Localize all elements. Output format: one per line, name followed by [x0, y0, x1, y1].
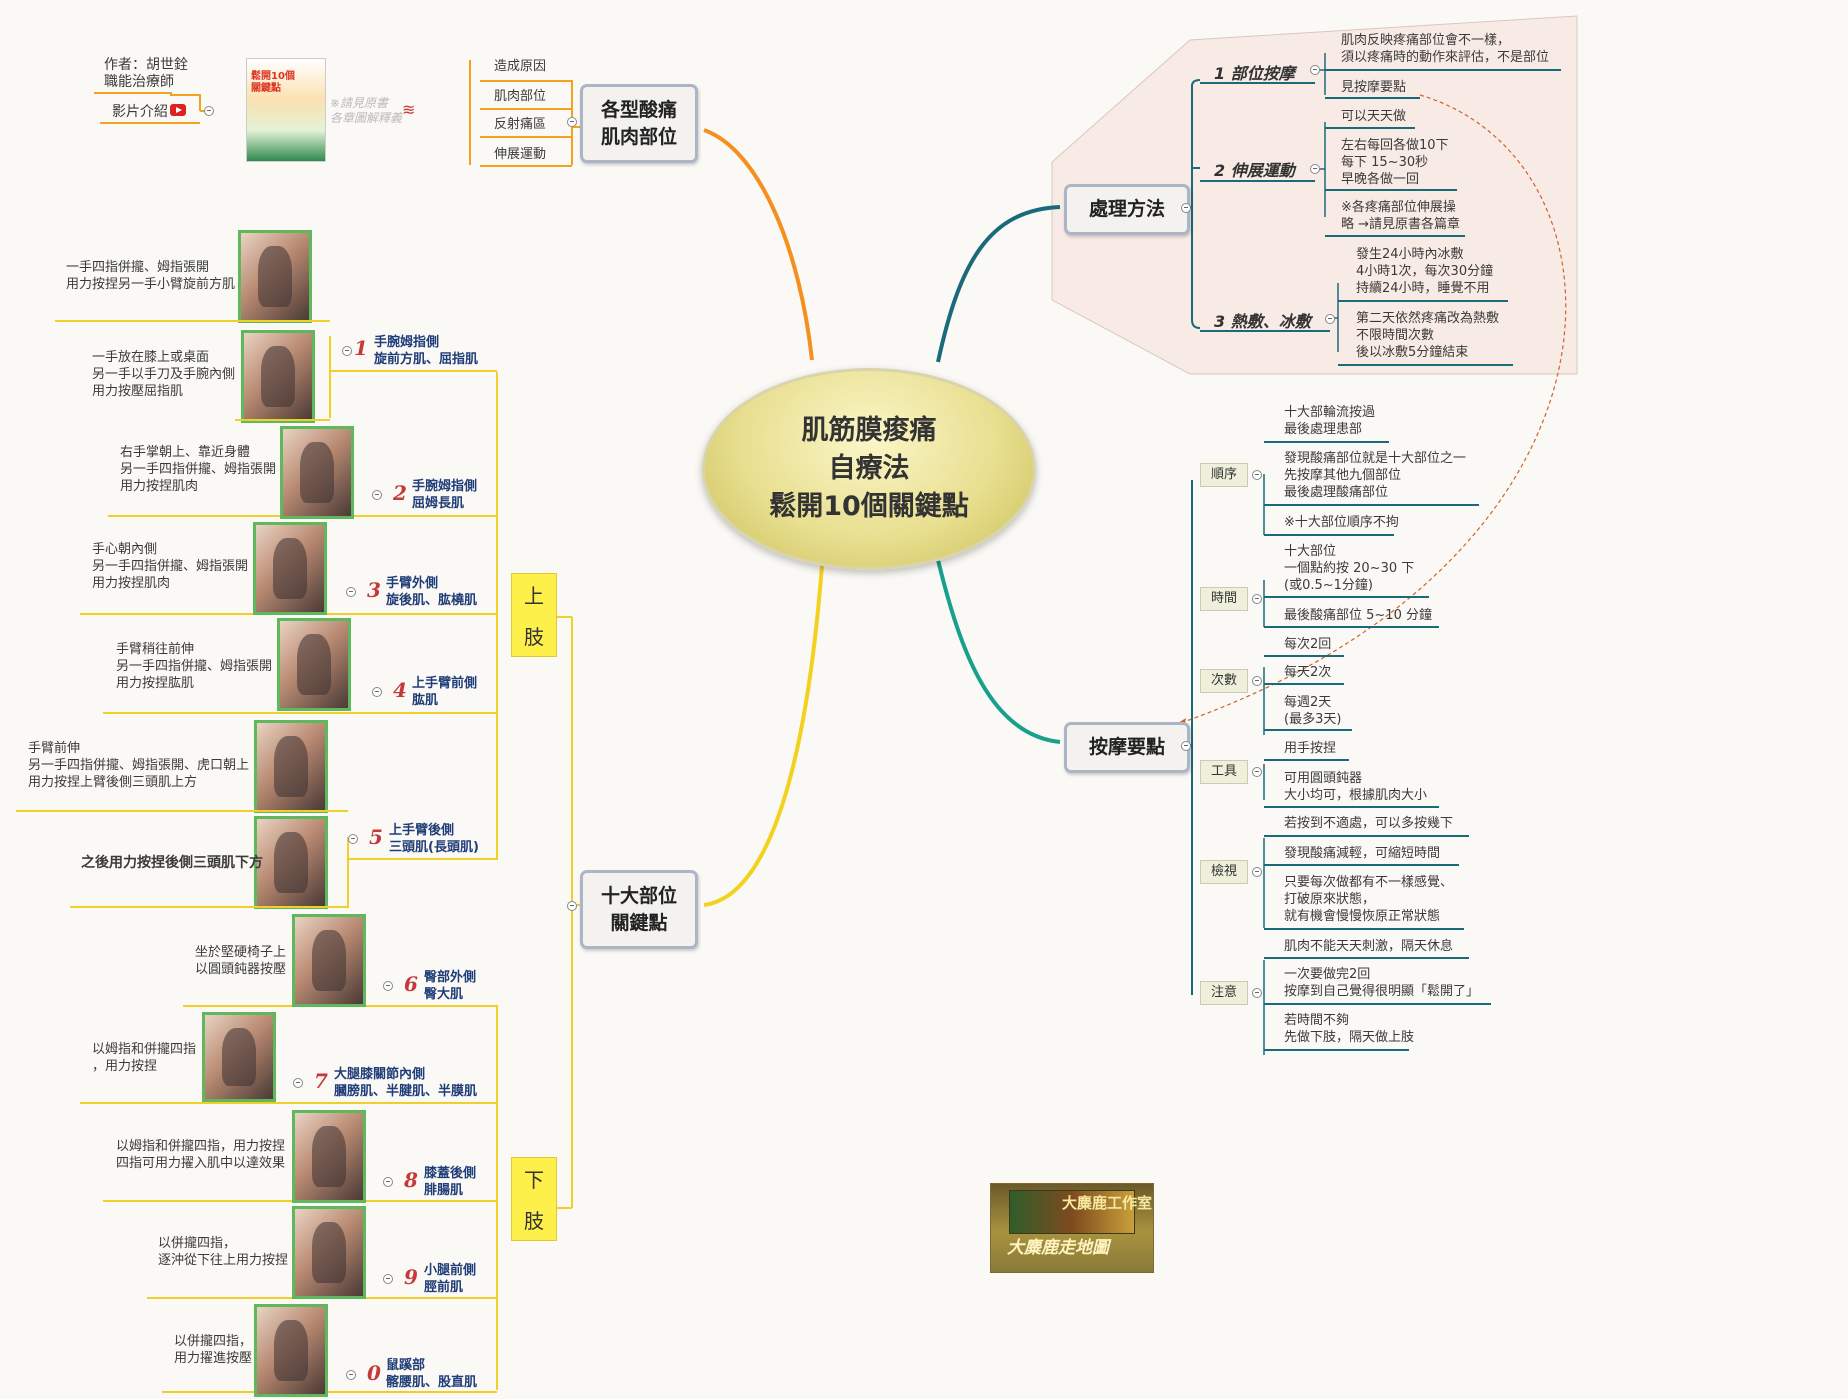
- point-8-photo: [292, 1110, 366, 1203]
- massage-group-review[interactable]: 檢視: [1200, 860, 1248, 884]
- muscle-types-node[interactable]: 各型酸痛 肌肉部位: [580, 84, 698, 163]
- time-item-2[interactable]: 最後酸痛部位 5~10 分鐘: [1284, 608, 1432, 623]
- treatment-2-item-3[interactable]: ※各疼痛部位伸展操 略 →請見原書各篇章: [1341, 200, 1461, 232]
- lower-limb-label[interactable]: 下肢: [511, 1157, 557, 1241]
- count-item-1[interactable]: 每次2回: [1284, 637, 1332, 652]
- point-5-photo-a: [254, 720, 328, 813]
- caution-item-3[interactable]: 若時間不夠 先做下肢，隔天做上肢: [1284, 1013, 1415, 1045]
- point-6-number: 6: [404, 972, 418, 996]
- point-1-photo-b: [241, 330, 315, 423]
- treatment-node[interactable]: 處理方法: [1064, 184, 1190, 235]
- point-7-muscle[interactable]: 大腿膝關節內側 膕膀肌、半腱肌、半膜肌: [334, 1067, 478, 1099]
- point-5-muscle[interactable]: 上手臂後側 三頭肌(長頭肌): [389, 823, 479, 855]
- author-text: 作者：胡世銓 職能治療師: [104, 57, 188, 90]
- studio-logo: 大麋鹿工作室 大麋鹿走地圖: [990, 1183, 1154, 1273]
- wave-icon: ≋: [402, 100, 416, 119]
- point-10-photo: [254, 1304, 328, 1397]
- massage-group-count[interactable]: 次數: [1200, 669, 1248, 693]
- logo-line1: 大麋鹿工作室: [1062, 1194, 1153, 1212]
- order-item-1[interactable]: 十大部輪流按過 最後處理患部: [1284, 405, 1376, 437]
- video-link[interactable]: 影片介紹: [112, 104, 168, 120]
- point-4-number: 4: [393, 678, 407, 702]
- point-7-photo: [202, 1012, 276, 1102]
- point-4-muscle[interactable]: 上手臂前側 肱肌: [412, 676, 478, 708]
- count-item-3[interactable]: 每週2天 (最多3天): [1284, 695, 1342, 727]
- point-6-photo: [292, 914, 366, 1007]
- treatment-sub-3[interactable]: 3 熱敷、冰敷: [1214, 312, 1311, 331]
- point-10-muscle[interactable]: 鼠蹊部 髂腰肌、股直肌: [386, 1358, 478, 1390]
- caution-item-2[interactable]: 一次要做完2回 按摩到自己覺得很明顯「鬆開了」: [1284, 967, 1480, 999]
- point-2-muscle[interactable]: 手腕姆指側 屈姆長肌: [412, 479, 478, 511]
- point-3-muscle[interactable]: 手臂外側 旋後肌、肱橈肌: [386, 576, 478, 608]
- point-9-photo: [292, 1206, 366, 1299]
- point-2-number: 2: [393, 481, 407, 505]
- order-item-3[interactable]: ※十大部位順序不拘: [1284, 515, 1399, 530]
- massage-group-order[interactable]: 順序: [1200, 463, 1248, 487]
- massage-group-tool[interactable]: 工具: [1200, 760, 1248, 784]
- point-9-note: 以併攏四指， 逐沖從下往上用力按捏: [158, 1236, 289, 1268]
- logo-line2: 大麋鹿走地圖: [1007, 1238, 1109, 1258]
- treatment-1-item-1[interactable]: 肌肉反映疼痛部位會不一樣， 須以疼痛時的動作來評估，不是部位: [1341, 33, 1550, 65]
- point-1-number: 1: [354, 336, 368, 360]
- massage-group-time[interactable]: 時間: [1200, 587, 1248, 611]
- massage-group-caution[interactable]: 注意: [1200, 981, 1248, 1005]
- book-cover-image: 鬆開10個 關鍵點: [246, 58, 326, 162]
- point-5-number: 5: [369, 825, 383, 849]
- point-8-muscle[interactable]: 膝蓋後側 腓腸肌: [424, 1166, 477, 1198]
- tool-item-1[interactable]: 用手按捏: [1284, 741, 1337, 756]
- review-item-2[interactable]: 發現酸痛減輕，可縮短時間: [1284, 846, 1441, 861]
- point-3-note: 手心朝內側 另一手四指併攏、姆指張開 用力按捏肌肉: [92, 542, 249, 591]
- treatment-sub-1[interactable]: 1 部位按摩: [1214, 64, 1295, 83]
- point-9-number: 9: [404, 1265, 418, 1289]
- time-item-1[interactable]: 十大部位 一個點約按 20~30 下 (或0.5~1分鐘): [1284, 544, 1415, 593]
- treatment-sub-2[interactable]: 2 伸展運動: [1214, 161, 1295, 180]
- point-5-note-2: 之後用力按捏後側三頭肌下方: [81, 855, 263, 871]
- point-4-note: 手臂稍往前伸 另一手四指併攏、姆指張開 用力按捏肱肌: [116, 642, 273, 691]
- point-3-number: 3: [367, 578, 381, 602]
- treatment-2-item-2[interactable]: 左右每回各做10下 每下 15~30秒 早晚各做一回: [1341, 138, 1449, 187]
- point-1-muscle[interactable]: 手腕姆指側 旋前方肌、屈指肌: [374, 335, 479, 367]
- point-5-note-1: 手臂前伸 另一手四指併攏、姆指張開、虎口朝上 用力按捏上臂後側三頭肌上方: [28, 741, 250, 790]
- point-1-note-2: 一手放在膝上或桌面 另一手以手刀及手腕內側 用力按壓屈指肌: [92, 350, 236, 399]
- caution-item-1[interactable]: 肌肉不能天天刺激，隔天休息: [1284, 939, 1454, 954]
- muscle-types-item-1[interactable]: 造成原因: [494, 59, 547, 74]
- point-10-number: 0: [367, 1361, 381, 1385]
- central-topic[interactable]: 肌筋膜痠痛 自療法 鬆開10個關鍵點: [702, 368, 1036, 570]
- point-6-note: 坐於堅硬椅子上 以圓頭鈍器按壓: [195, 945, 287, 977]
- point-5-photo-b: [254, 816, 328, 909]
- point-8-number: 8: [404, 1168, 418, 1192]
- muscle-types-item-3[interactable]: 反射痛區: [494, 117, 547, 132]
- treatment-2-item-1[interactable]: 可以天天做: [1341, 109, 1407, 124]
- point-6-muscle[interactable]: 臀部外側 臀大肌: [424, 970, 477, 1002]
- point-4-photo: [277, 618, 351, 711]
- ten-points-node[interactable]: 十大部位 關鍵點: [580, 870, 698, 949]
- tool-item-2[interactable]: 可用圓頭鈍器 大小均可，根據肌肉大小: [1284, 771, 1428, 803]
- book-note: ※請見原書 各章圖解釋義: [330, 96, 403, 125]
- review-item-3[interactable]: 只要每次做都有不一樣感覺、 打破原來狀態， 就有機會慢慢恢原正常狀態: [1284, 875, 1454, 924]
- point-10-note: 以併攏四指， 用力擢進按壓: [174, 1334, 253, 1366]
- count-item-2[interactable]: 每天2次: [1284, 665, 1332, 680]
- massage-node[interactable]: 按摩要點: [1064, 722, 1190, 773]
- order-item-2[interactable]: 發現酸痛部位就是十大部位之一 先按摩其他九個部位 最後處理酸痛部位: [1284, 451, 1467, 500]
- treatment-1-item-2[interactable]: 見按摩要點: [1341, 80, 1407, 95]
- point-7-note: 以姆指和併攏四指 ，用力按捏: [92, 1042, 197, 1074]
- point-1-photo-a: [238, 230, 312, 323]
- point-3-photo: [253, 522, 327, 615]
- treatment-3-item-2[interactable]: 第二天依然疼痛改為熱敷 不限時間次數 後以冰敷5分鐘結束: [1356, 311, 1500, 360]
- muscle-types-item-2[interactable]: 肌肉部位: [494, 89, 547, 104]
- muscle-types-item-4[interactable]: 伸展運動: [494, 147, 547, 162]
- upper-limb-label[interactable]: 上肢: [511, 573, 557, 657]
- point-9-muscle[interactable]: 小腿前側 脛前肌: [424, 1263, 477, 1295]
- point-1-note-1: 一手四指併攏、姆指張開 用力按捏另一手小臂旋前方肌: [66, 260, 236, 292]
- point-2-note: 右手掌朝上、靠近身體 另一手四指併攏、姆指張開 用力按捏肌肉: [120, 445, 277, 494]
- treatment-3-item-1[interactable]: 發生24小時內冰敷 4小時1次，每次30分鐘 持續24小時，睡覺不用: [1356, 247, 1494, 296]
- point-2-photo: [280, 426, 354, 519]
- review-item-1[interactable]: 若按到不適處，可以多按幾下: [1284, 816, 1454, 831]
- point-7-number: 7: [314, 1069, 328, 1093]
- point-8-note: 以姆指和併攏四指，用力按捏 四指可用力擢入肌中以達效果: [116, 1139, 286, 1171]
